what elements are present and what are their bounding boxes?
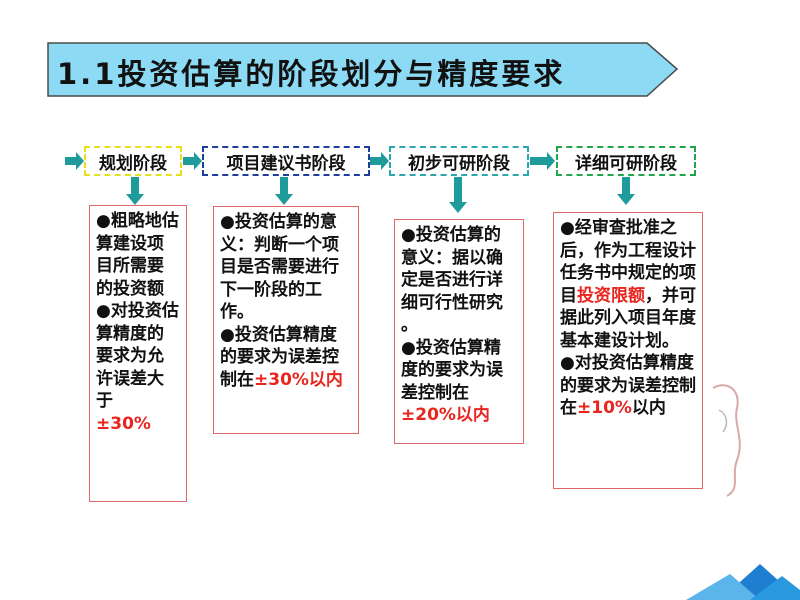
corner-decoration-icon <box>686 564 800 600</box>
banner-arrow-shape <box>47 42 679 97</box>
highlight-value: 投资限额 <box>577 285 645 306</box>
arrow-right-icon <box>65 152 84 170</box>
box-preliminary-feasibility: ●投资估算的意义：据以确定是否进行详细可行性研究 。 ●投资估算精度的要求为误差… <box>394 219 524 444</box>
title-banner: 1.1投资估算的阶段划分与精度要求 <box>47 42 679 97</box>
arrow-down-icon <box>449 177 467 213</box>
stage-preliminary-feasibility: 初步可研阶段 <box>389 146 529 176</box>
page-title: 1.1投资估算的阶段划分与精度要求 <box>57 57 566 91</box>
highlight-value: ±30%以内 <box>254 369 343 390</box>
box-detailed-feasibility: ●经审查批准之后，作为工程设计任务书中规定的项目投资限额，并可据此列入项目年度基… <box>553 212 703 489</box>
box-paragraph: ●对投资估算精度的要求为允许误差大于±30% <box>96 301 179 434</box>
arrow-right-icon <box>530 152 555 170</box>
box-proposal: ●投资估算的意义：判断一个项目是否需要进行下一阶段的工作。 ●投资估算精度的要求… <box>213 206 359 434</box>
box-paragraph: ●投资估算精度的要求为误差控制在±20%以内 <box>401 337 503 426</box>
box-paragraph: ●对投资估算精度的要求为误差控制在±10%以内 <box>560 353 696 418</box>
decorative-sketch-icon <box>712 384 741 497</box>
arrow-down-icon <box>126 177 144 205</box>
box-paragraph: ●投资估算的意义：判断一个项目是否需要进行下一阶段的工作。 <box>220 212 339 322</box>
stage-proposal: 项目建议书阶段 <box>202 146 370 176</box>
stage-label: 详细可研阶段 <box>575 153 677 174</box>
stage-label: 初步可研阶段 <box>408 153 510 174</box>
arrow-right-icon <box>183 152 202 170</box>
highlight-value: ±20%以内 <box>401 405 490 425</box>
stage-detailed-feasibility: 详细可研阶段 <box>556 146 696 176</box>
highlight-value: ±30% <box>96 413 151 434</box>
stage-label: 规划阶段 <box>99 153 167 174</box>
box-paragraph: ●投资估算的意义：据以确定是否进行详细可行性研究 。 <box>401 225 503 335</box>
box-paragraph: ●投资估算精度的要求为误差控制在±30%以内 <box>220 324 343 390</box>
box-paragraph: ●经审查批准之后，作为工程设计任务书中规定的项目投资限额，并可据此列入项目年度基… <box>560 218 696 351</box>
stage-planning: 规划阶段 <box>84 146 182 176</box>
arrow-down-icon <box>617 177 635 205</box>
stage-label: 项目建议书阶段 <box>226 153 346 174</box>
arrow-down-icon <box>275 177 293 205</box>
highlight-value: ±10% <box>577 398 632 418</box>
box-paragraph: ●粗略地估算建设项目所需要的投资额 <box>96 211 179 299</box>
arrow-right-icon <box>370 152 389 170</box>
box-planning: ●粗略地估算建设项目所需要的投资额 ●对投资估算精度的要求为允许误差大于±30% <box>89 205 187 502</box>
